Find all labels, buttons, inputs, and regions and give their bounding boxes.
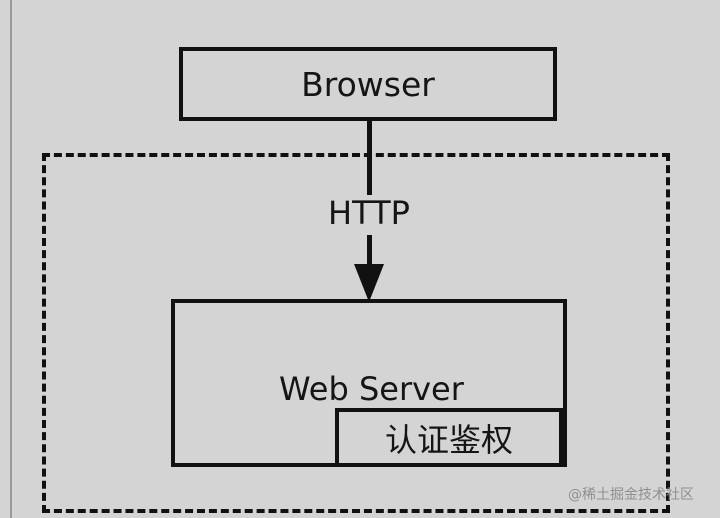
http-label: HTTP	[328, 194, 410, 232]
left-frame-line	[10, 0, 12, 518]
browser-box: Browser	[179, 47, 557, 121]
server-boundary-dashed	[42, 153, 670, 513]
http-connector-upper	[367, 121, 372, 195]
watermark-text: @稀土掘金技术社区	[568, 487, 694, 503]
web-server-label: Web Server	[279, 370, 464, 408]
web-server-box: Web Server 认证鉴权	[171, 299, 567, 467]
browser-label: Browser	[301, 64, 435, 104]
auth-box: 认证鉴权	[335, 408, 563, 467]
http-connector-lower	[367, 235, 372, 267]
down-arrow-icon	[354, 264, 384, 302]
auth-label: 认证鉴权	[384, 420, 513, 459]
